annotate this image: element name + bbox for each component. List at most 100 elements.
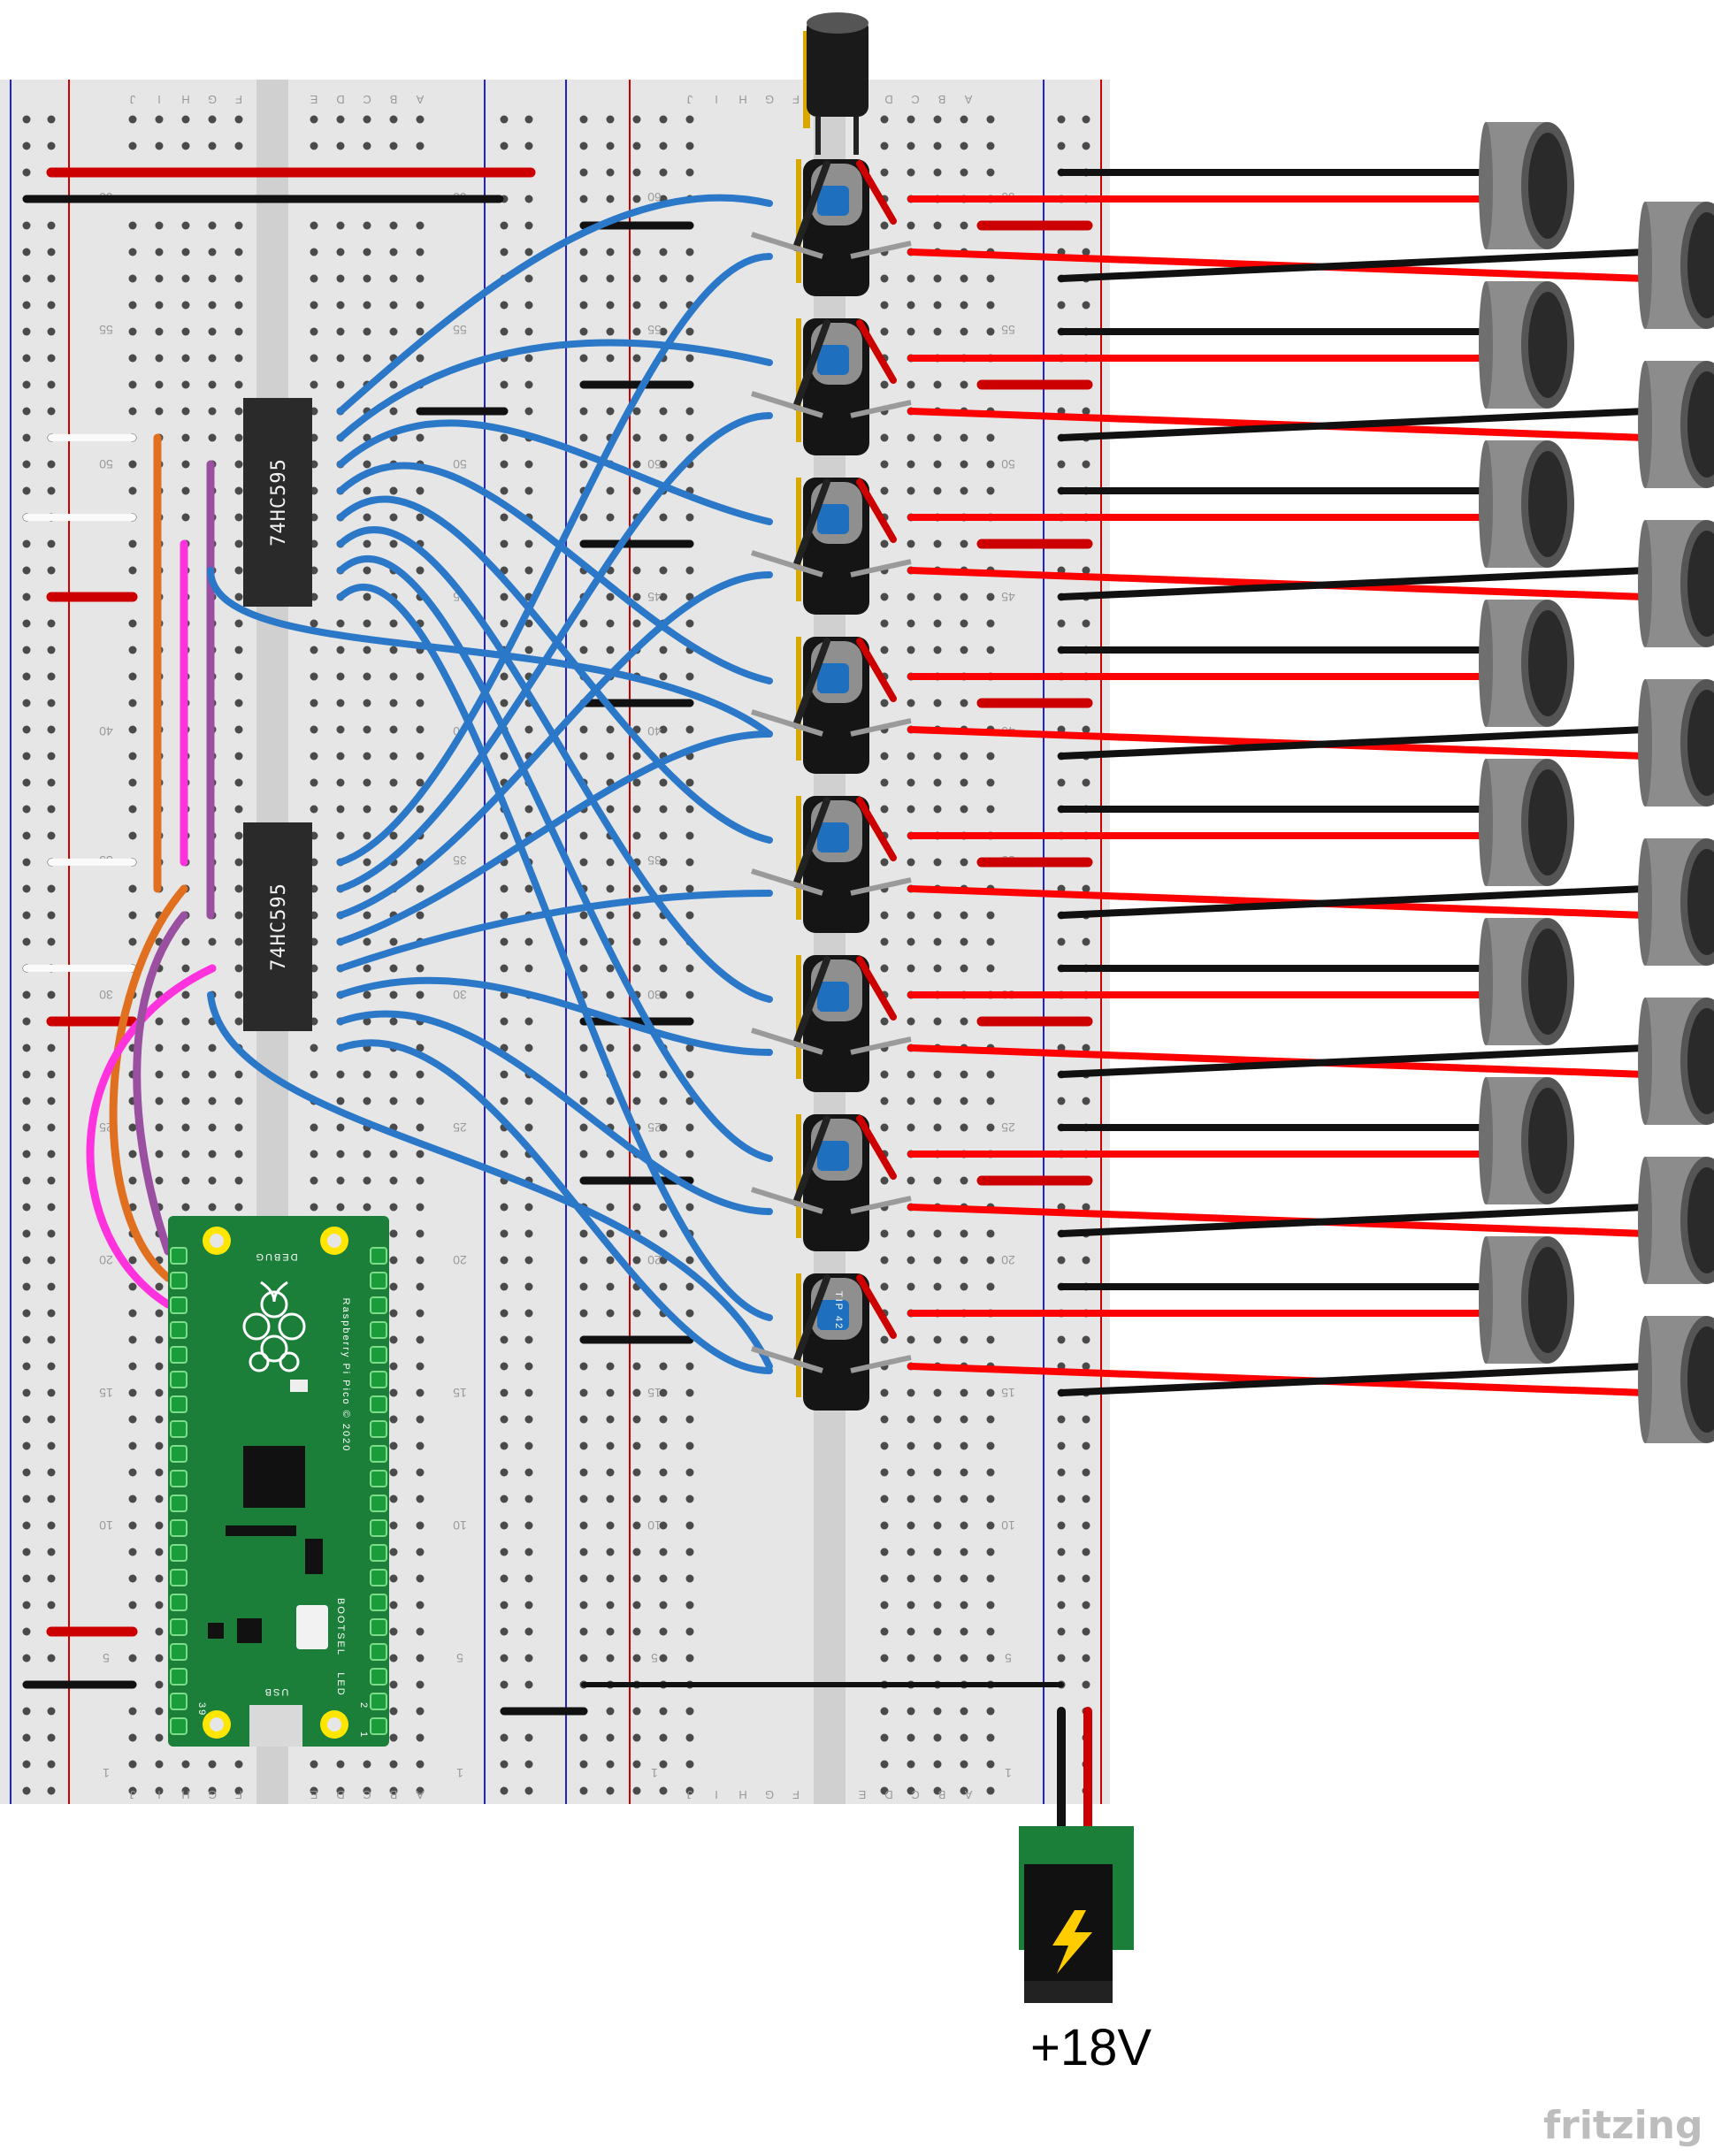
breadboard-hole xyxy=(685,1707,694,1716)
breadboard-hole xyxy=(659,1070,668,1079)
breadboard-hole xyxy=(416,354,425,363)
breadboard-hole xyxy=(632,964,641,973)
breadboard-hole xyxy=(500,1680,509,1689)
breadboard-hole xyxy=(500,1256,509,1265)
breadboard-hole xyxy=(208,1786,217,1795)
breadboard-hole xyxy=(416,699,425,707)
breadboard-hole xyxy=(907,1627,915,1636)
breadboard-hole xyxy=(1057,1415,1066,1424)
column-letter: I xyxy=(157,93,161,106)
breadboard-hole xyxy=(659,327,668,336)
breadboard-hole xyxy=(155,301,164,310)
breadboard-hole xyxy=(960,433,968,442)
breadboard-hole xyxy=(155,1707,164,1716)
breadboard-hole xyxy=(960,1760,968,1769)
breadboard-hole xyxy=(416,911,425,920)
breadboard-hole xyxy=(524,380,533,389)
breadboard-hole xyxy=(22,990,31,999)
breadboard-hole xyxy=(606,1601,615,1609)
signal-wire xyxy=(337,555,773,1162)
breadboard-hole xyxy=(986,1229,995,1238)
breadboard-hole xyxy=(416,301,425,310)
breadboard-hole xyxy=(155,1441,164,1450)
breadboard-hole xyxy=(933,1760,942,1769)
breadboard-hole xyxy=(389,301,398,310)
breadboard-hole xyxy=(234,327,243,336)
breadboard-hole xyxy=(907,168,915,177)
breadboard-hole xyxy=(47,1654,56,1663)
breadboard-hole xyxy=(524,1441,533,1450)
column-letter: F xyxy=(792,93,800,106)
breadboard-hole xyxy=(960,274,968,283)
breadboard-hole xyxy=(1082,141,1090,150)
breadboard-hole xyxy=(579,646,588,654)
signal-wire xyxy=(207,567,773,738)
breadboard-hole xyxy=(933,301,942,310)
breadboard-hole xyxy=(416,1282,425,1291)
breadboard-hole xyxy=(685,1601,694,1609)
breadboard-hole xyxy=(336,327,345,336)
breadboard-hole xyxy=(579,195,588,203)
breadboard-hole xyxy=(685,1097,694,1105)
breadboard-hole xyxy=(234,699,243,707)
breadboard-hole xyxy=(234,1760,243,1769)
breadboard-hole xyxy=(632,301,641,310)
breadboard-hole xyxy=(659,884,668,893)
breadboard-hole xyxy=(579,301,588,310)
ultrasonic-transducer xyxy=(1479,759,1574,886)
breadboard-hole xyxy=(336,354,345,363)
pico-debug-label: DEBUG xyxy=(254,1251,297,1262)
breadboard-hole xyxy=(632,1627,641,1636)
breadboard-hole xyxy=(128,831,137,840)
pico-pin-label-39: 39 xyxy=(196,1702,207,1716)
breadboard-hole xyxy=(310,248,318,256)
breadboard-hole xyxy=(632,1548,641,1556)
breadboard-hole xyxy=(880,327,889,336)
dc-power-jack xyxy=(1019,1707,1134,2003)
breadboard-hole xyxy=(128,1282,137,1291)
breadboard-hole xyxy=(933,778,942,787)
breadboard-hole xyxy=(363,593,371,601)
breadboard-hole xyxy=(363,646,371,654)
breadboard-hole xyxy=(155,1044,164,1052)
breadboard-hole xyxy=(907,1601,915,1609)
row-number: 45 xyxy=(1001,590,1015,604)
breadboard-hole xyxy=(524,805,533,814)
breadboard-hole xyxy=(416,672,425,681)
breadboard-hole xyxy=(363,964,371,973)
breadboard-hole xyxy=(632,831,641,840)
breadboard-hole xyxy=(389,990,398,999)
breadboard-hole xyxy=(632,566,641,575)
breadboard-hole xyxy=(933,1388,942,1397)
breadboard-hole xyxy=(579,1097,588,1105)
breadboard-hole xyxy=(208,1097,217,1105)
transistor-stage xyxy=(751,955,912,1092)
ultrasonic-transducers xyxy=(1479,122,1714,1443)
signal-wire xyxy=(337,462,773,684)
breadboard-hole xyxy=(22,1097,31,1105)
transistor-stage xyxy=(751,1114,912,1251)
breadboard-hole xyxy=(907,1654,915,1663)
breadboard-hole xyxy=(500,327,509,336)
row-number: 1 xyxy=(1005,1766,1012,1780)
transducer-lead xyxy=(1058,567,1649,600)
breadboard-hole xyxy=(234,1123,243,1132)
breadboard-hole xyxy=(47,327,56,336)
pico-bootsel-label: BOOTSEL xyxy=(335,1598,346,1656)
breadboard-hole xyxy=(47,274,56,283)
breadboard-hole xyxy=(685,725,694,734)
breadboard-hole xyxy=(363,221,371,230)
breadboard-hole xyxy=(685,1574,694,1583)
breadboard-hole xyxy=(234,248,243,256)
breadboard-hole xyxy=(685,1495,694,1503)
column-letter: H xyxy=(181,1788,189,1801)
breadboard-hole xyxy=(389,1309,398,1318)
breadboard-hole xyxy=(389,1229,398,1238)
breadboard-hole xyxy=(933,460,942,469)
ic-label-1: 74HC595 xyxy=(268,458,290,547)
breadboard-hole xyxy=(933,1415,942,1424)
breadboard-hole xyxy=(986,778,995,787)
column-letter: B xyxy=(938,1788,946,1801)
breadboard-hole xyxy=(632,1362,641,1371)
breadboard-hole xyxy=(960,964,968,973)
